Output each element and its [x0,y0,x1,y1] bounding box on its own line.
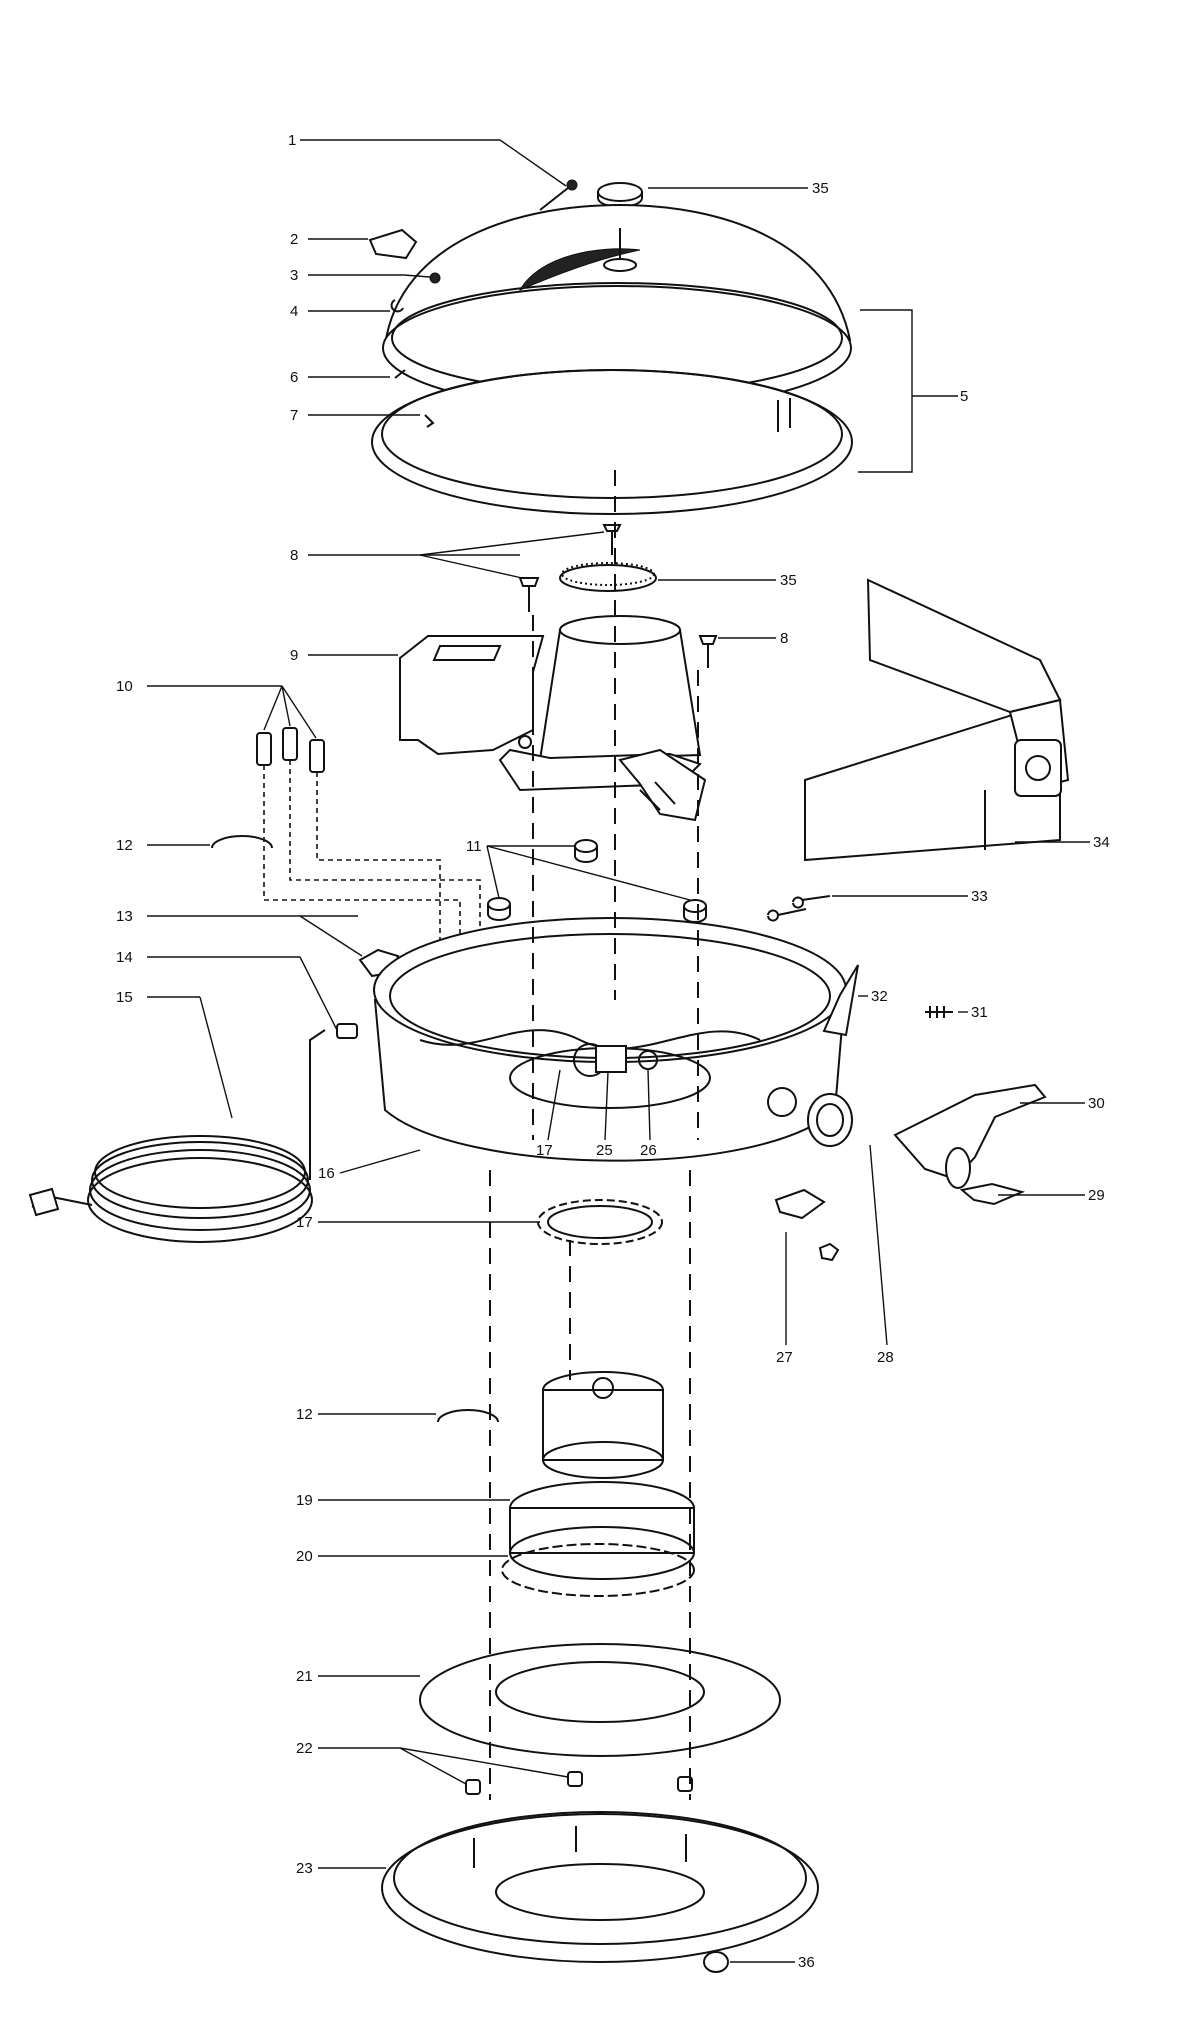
part-32-screws [767,895,831,922]
part-1-screw [539,179,578,211]
part-15-power-cord [28,1029,326,1243]
callout-30: 31 [971,1004,988,1021]
callout-7: 7 [290,407,298,424]
callout-19: 19 [296,1492,313,1509]
part-5-lid-assembly [371,203,853,515]
part-7-screw [424,414,435,428]
callout-17-upper: 17 [536,1142,553,1159]
part-36-caster [703,1951,729,1973]
part-8-screw-left [518,577,540,612]
callout-36: 36 [798,1954,815,1971]
callout-25: 26 [640,1142,657,1159]
callout-28: 29 [1088,1187,1105,1204]
callout-35: 35 [812,180,829,197]
part-8-center-screw [602,524,622,555]
part-4-clip [390,299,404,313]
part-20-gasket [501,1543,695,1597]
callout-33: 34 [1093,834,1110,851]
callout-23: 23 [296,1860,313,1877]
callout-5: 5 [960,388,968,405]
part-35-cap [597,182,643,208]
callout-31: 32 [871,988,888,1005]
callout-8-right: 8 [780,630,788,647]
callout-22: 22 [296,1740,313,1757]
part-17-gasket [537,1199,663,1245]
callout-15: 15 [116,989,133,1006]
callout-11: 11 [466,838,482,855]
callout-2: 2 [290,231,298,248]
part-29-handle [893,1083,1047,1189]
callout-32: 33 [971,888,988,905]
callout-20: 20 [296,1548,313,1565]
callout-12-top: 12 [116,837,133,854]
part-22-feet [465,1771,693,1795]
callout-21: 21 [296,1668,313,1685]
callout-14: 14 [116,949,133,966]
part-9-housing [399,615,707,822]
part-34-filter-disc [559,562,657,592]
callout-26: 27 [776,1349,793,1366]
callout-24: 25 [596,1142,613,1159]
leader-lines [147,139,1090,1963]
callout-29: 30 [1088,1095,1105,1112]
callout-12-bottom: 12 [296,1406,313,1423]
callout-8-left: 8 [290,547,298,564]
part-33-strap [804,578,1070,862]
callout-3: 3 [290,267,298,284]
part-19-motor [509,1371,695,1580]
part-3-rivet [429,272,441,284]
part-11-grommets [487,839,707,923]
callout-4: 4 [290,303,298,320]
callout-34: 35 [780,572,797,589]
callout-labels: 1 35 2 3 4 5 6 7 8 8 9 10 11 12 13 14 15… [116,132,1110,1971]
alignment-axes [489,470,699,1800]
part-16-tub [373,917,853,1162]
callout-10: 10 [116,678,133,695]
part-31-bracket [822,964,859,1037]
part-8-screw-right [698,635,718,668]
callout-9: 9 [290,647,298,664]
part-30-screw [925,1006,953,1018]
part-21-filter [419,1643,781,1757]
part-14-bushing [336,1023,358,1039]
callout-13: 13 [116,908,133,925]
part-12-clamp-bottom [437,1409,499,1423]
part-26-clip [774,1188,840,1262]
callout-16: 16 [318,1165,335,1182]
part-23-base [381,1811,819,1963]
part-28-latch-clip [959,1182,1026,1206]
part-12-clamp-top [211,835,273,849]
callout-1: 1 [288,132,296,149]
callout-17-lower: 17 [296,1214,313,1231]
part-2-latch [368,228,418,260]
callout-27: 28 [877,1349,894,1366]
callout-6: 6 [290,369,298,386]
